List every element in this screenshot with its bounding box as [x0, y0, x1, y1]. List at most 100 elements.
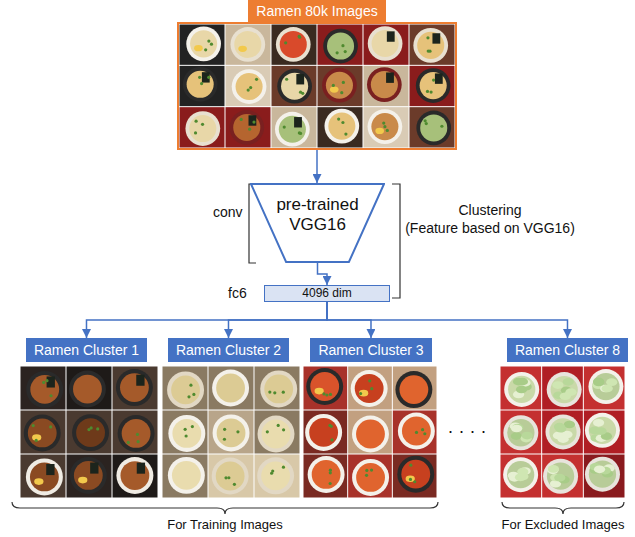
egg-topping — [315, 388, 324, 395]
bowl-rim — [503, 457, 538, 492]
bowl-rim — [323, 29, 358, 64]
bowl-rim — [260, 370, 297, 407]
bowl-rim — [503, 415, 538, 450]
scallion-topping — [282, 391, 285, 394]
photo-background — [180, 66, 225, 106]
scallion-topping — [185, 434, 188, 437]
vegetable-topping — [563, 378, 574, 386]
vegetable-topping — [593, 379, 604, 387]
bowl-broth — [326, 72, 353, 99]
bowl-rim — [395, 371, 432, 408]
cluster-photo-grid — [163, 367, 300, 498]
scallion-topping — [248, 128, 251, 131]
group-caption: For Excluded Images — [502, 517, 625, 532]
bowl-broth — [399, 375, 428, 404]
scallion-topping — [96, 427, 99, 430]
bowl-broth — [280, 31, 307, 58]
scallion-topping — [285, 78, 288, 81]
scallion-topping — [210, 43, 213, 46]
photo-background — [226, 66, 271, 106]
bowl-rim — [232, 69, 267, 104]
nori-topping — [387, 31, 395, 41]
bowl-rim — [585, 413, 620, 448]
scallion-topping — [32, 424, 35, 427]
bowl-broth — [507, 461, 534, 488]
cluster-title: Ramen Cluster 3 — [318, 341, 423, 359]
bowl-broth — [309, 418, 338, 447]
photo-background — [393, 411, 437, 454]
scallion-topping — [224, 476, 227, 479]
scallion-topping — [191, 425, 194, 428]
photo-background — [272, 66, 317, 106]
vegetable-topping — [560, 392, 571, 400]
bowl-broth — [355, 374, 384, 403]
cnn-trapezoid: pre-trained VGG16 — [250, 183, 385, 263]
cluster-header: Ramen Cluster 2 — [168, 338, 289, 362]
scallion-topping — [426, 36, 429, 39]
scallion-topping — [49, 394, 52, 397]
photo-background — [410, 25, 455, 65]
scallion-topping — [35, 439, 38, 442]
scallion-topping — [194, 120, 197, 123]
bowl-broth — [264, 375, 293, 404]
scallion-topping — [227, 476, 230, 479]
scallion-topping — [425, 122, 428, 125]
bowl-broth — [327, 33, 354, 60]
bowl-rim — [183, 67, 218, 102]
photo-background — [348, 367, 392, 410]
photo-background — [272, 25, 317, 65]
bowl-rim — [229, 110, 264, 145]
scallion-topping — [329, 471, 332, 474]
photo-background — [255, 411, 300, 454]
scallion-topping — [428, 50, 431, 53]
scallion-topping — [201, 123, 204, 126]
bowl-broth — [279, 116, 306, 143]
scallion-topping — [432, 78, 435, 81]
bowl-rim — [168, 415, 205, 452]
bowl-broth — [120, 461, 149, 490]
photo-background — [163, 367, 208, 410]
bowl-rim — [322, 68, 357, 103]
nori-topping — [90, 463, 98, 474]
photo-background — [113, 411, 158, 454]
photo-background — [410, 66, 455, 106]
scallion-topping — [298, 36, 301, 39]
flow-connector — [228, 302, 327, 338]
photo-background — [304, 455, 348, 498]
scallion-topping — [386, 129, 389, 132]
process-label: Clustering — [458, 202, 521, 218]
scallion-topping — [187, 395, 190, 398]
photo-background — [318, 107, 363, 147]
feature-label: 4096 dim — [302, 287, 351, 300]
photo-background — [584, 411, 625, 454]
photo-background — [501, 455, 542, 498]
scallion-topping — [204, 48, 207, 51]
nori-topping — [386, 72, 394, 82]
bowl-rim — [24, 414, 61, 451]
photo-background — [21, 455, 66, 498]
bowl-broth — [310, 372, 339, 401]
bowl-broth — [187, 71, 214, 98]
scallion-topping — [429, 90, 432, 93]
photo-background — [163, 455, 208, 498]
bowl-broth — [262, 420, 291, 449]
scallion-topping — [421, 428, 424, 431]
scallion-topping — [284, 41, 287, 44]
scallion-topping — [368, 379, 371, 382]
bowl-rim — [397, 456, 434, 493]
photo-background — [364, 66, 409, 106]
vegetable-topping — [522, 432, 533, 440]
scallion-topping — [423, 432, 426, 435]
scallion-topping — [341, 121, 344, 124]
bowl-rim — [324, 109, 359, 144]
photo-background — [542, 367, 583, 410]
vegetable-topping — [596, 427, 607, 435]
bowl-broth — [28, 419, 57, 448]
photo-background — [318, 66, 363, 106]
flow-connector — [327, 302, 567, 338]
scallion-topping — [383, 125, 386, 128]
scallion-topping — [268, 390, 271, 393]
vegetable-topping — [548, 465, 559, 473]
bowl-broth — [216, 462, 245, 491]
